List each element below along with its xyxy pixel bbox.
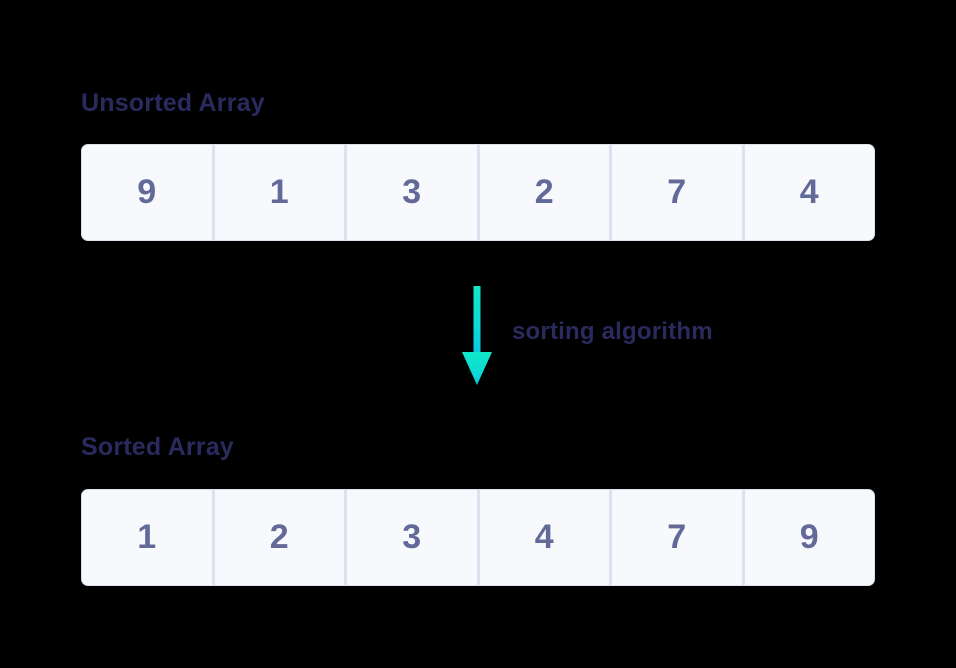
unsorted-array: 9 1 3 2 7 4 bbox=[81, 144, 875, 241]
array-cell: 3 bbox=[347, 490, 477, 585]
array-cell: 7 bbox=[612, 145, 742, 240]
array-cell: 4 bbox=[744, 145, 874, 240]
arrow-caption: sorting algorithm bbox=[512, 318, 713, 345]
array-cell: 3 bbox=[347, 145, 477, 240]
unsorted-array-label: Unsorted Array bbox=[81, 89, 265, 117]
array-cell: 2 bbox=[479, 145, 609, 240]
sorted-array: 1 2 3 4 7 9 bbox=[81, 489, 875, 586]
array-cell: 2 bbox=[214, 490, 344, 585]
array-cell: 4 bbox=[479, 490, 609, 585]
array-cell: 9 bbox=[82, 145, 212, 240]
array-cell: 1 bbox=[214, 145, 344, 240]
arrow-down-icon bbox=[460, 286, 494, 386]
array-cell: 1 bbox=[82, 490, 212, 585]
array-cell: 9 bbox=[744, 490, 874, 585]
sorted-array-label: Sorted Array bbox=[81, 433, 234, 461]
array-cell: 7 bbox=[612, 490, 742, 585]
